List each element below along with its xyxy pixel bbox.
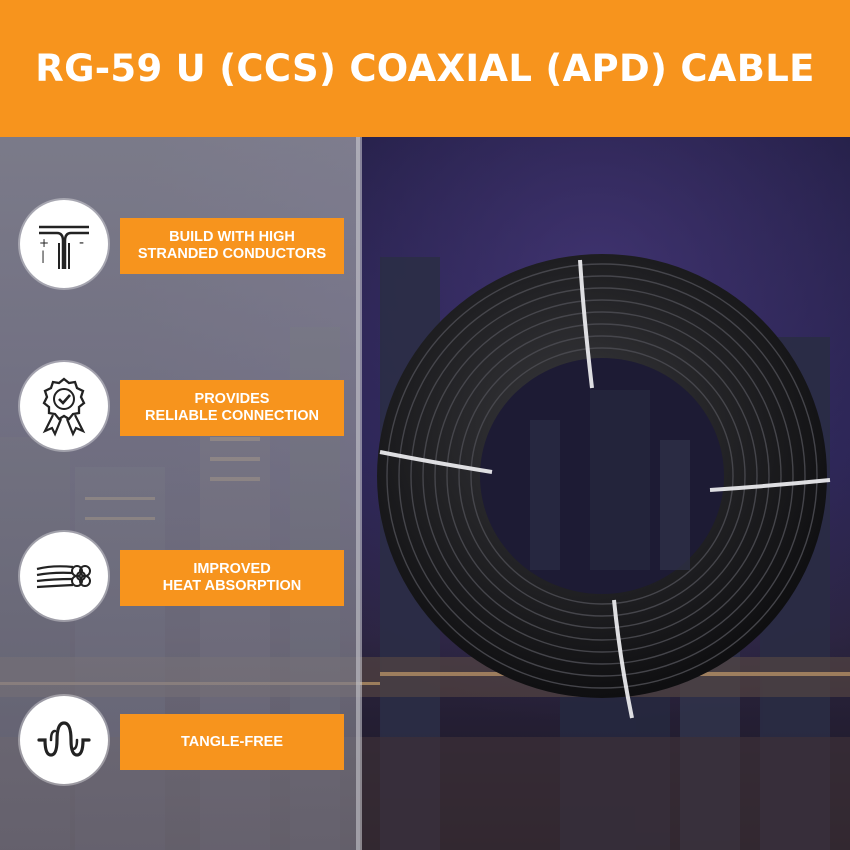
feature-label-line2: RELIABLE CONNECTION — [145, 408, 319, 424]
feature-label-line2: HEAT ABSORPTION — [162, 578, 302, 594]
badge-check-icon — [20, 362, 108, 450]
feature-item-tangle-free: TANGLE-FREE — [20, 696, 345, 786]
feature-label-box: TANGLE-FREE — [120, 714, 344, 770]
panel-divider — [356, 137, 362, 850]
feature-label-line1: TANGLE-FREE — [180, 733, 284, 750]
feature-label-line1: BUILD WITH HIGH — [169, 229, 295, 245]
feature-label-line1: IMPROVED — [193, 561, 271, 577]
feature-item-stranded-conductors: + | - BUILD WITH HIGH STRANDED CONDUCTOR… — [20, 200, 345, 290]
feature-label-box: BUILD WITH HIGH STRANDED CONDUCTORS — [120, 218, 344, 274]
feature-item-reliable-connection: PROVIDES RELIABLE CONNECTION — [20, 362, 345, 452]
feature-label-box: IMPROVED HEAT ABSORPTION — [120, 550, 344, 606]
svg-text:|: | — [41, 249, 45, 263]
stranded-wire-icon — [20, 532, 108, 620]
feature-label-box: PROVIDES RELIABLE CONNECTION — [120, 380, 344, 436]
svg-text:+: + — [39, 236, 49, 250]
feature-label-line2: STRANDED CONDUCTORS — [137, 246, 327, 262]
wave-icon — [20, 696, 108, 784]
page-title: RG-59 U (CCS) COAXIAL (APD) CABLE — [35, 47, 815, 90]
cable-coil-image — [377, 254, 831, 719]
svg-text:-: - — [79, 235, 84, 251]
feature-item-heat-absorption: IMPROVED HEAT ABSORPTION — [20, 532, 345, 622]
conductor-split-icon: + | - — [20, 200, 108, 288]
header-banner: RG-59 U (CCS) COAXIAL (APD) CABLE — [0, 0, 850, 137]
feature-label-line1: PROVIDES — [194, 391, 270, 407]
